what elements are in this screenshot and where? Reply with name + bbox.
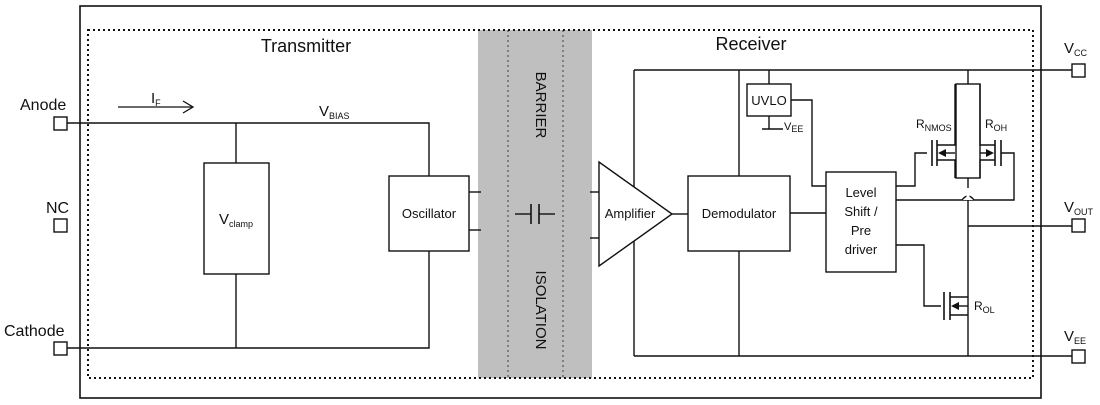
pmos-pullup-transistor (896, 84, 1015, 201)
level-shift-block (825, 171, 897, 273)
anode-label: Anode (20, 97, 66, 114)
isolation-label: ISOLATION (532, 271, 549, 350)
rol-label: ROL (974, 299, 995, 315)
vbias-label: VBIAS (319, 103, 350, 121)
amplifier-label: Amplifier (605, 206, 656, 221)
vout-label: VOUT (1064, 199, 1094, 217)
vclamp-block (203, 162, 270, 275)
level-shift-line4: driver (845, 242, 878, 257)
isolation-barrier (478, 30, 592, 378)
pin-nc (53, 218, 68, 233)
oscillator-label: Oscillator (402, 206, 457, 221)
transmitter-label: Transmitter (261, 36, 351, 56)
pin-vout (1071, 218, 1086, 233)
level-shift-line1: Level (845, 185, 876, 200)
pin-cathode (53, 341, 68, 356)
pin-vcc (1071, 63, 1086, 78)
level-shift-line2: Shift / (844, 204, 878, 219)
cathode-wire (67, 251, 430, 349)
barrier-label: BARRIER (532, 72, 549, 139)
vee-label: VEE (1064, 328, 1086, 346)
roh-label: ROH (985, 117, 1007, 133)
demodulator-label: Demodulator (702, 206, 777, 221)
pin-anode (53, 116, 68, 131)
vbias-wire (67, 122, 430, 176)
die-boundary (87, 29, 1034, 379)
nmos-pullup-transistor (896, 84, 956, 187)
cathode-label: Cathode (4, 323, 65, 340)
if-label: IF (151, 90, 161, 108)
pin-vee (1071, 349, 1086, 364)
uvlo-vee-label: VEE (784, 121, 803, 134)
roh-resistor (955, 83, 981, 179)
amplifier-block (598, 160, 674, 268)
level-shift-line3: Pre (851, 223, 871, 238)
package-outline (79, 5, 1042, 399)
vcc-label: VCC (1064, 40, 1088, 58)
nc-label: NC (46, 200, 69, 217)
vclamp-label: Vclamp (219, 211, 253, 229)
uvlo-label: UVLO (751, 93, 786, 108)
receiver-label: Receiver (715, 34, 786, 54)
oscillator-block (388, 175, 470, 252)
rnmos-label: RNMOS (916, 117, 952, 133)
